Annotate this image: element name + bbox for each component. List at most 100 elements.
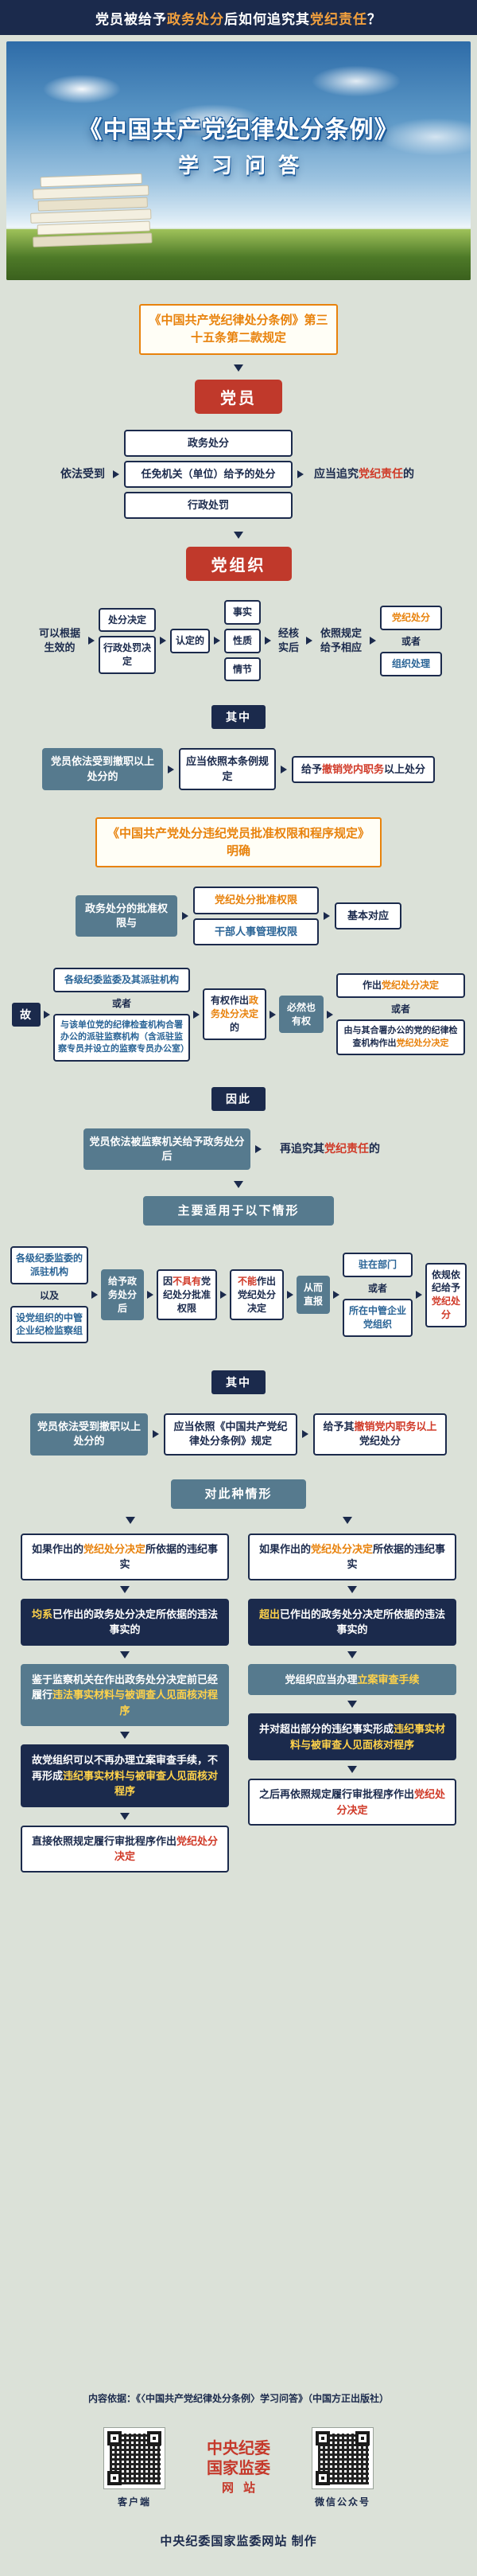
text-segment: 直接依照规定履行审批程序作出 — [31, 1834, 176, 1847]
arrow-down-icon — [120, 1812, 130, 1820]
text-segment: 已作出的政务处分决定所依据的违法事实的 — [280, 1608, 446, 1636]
subject-party-organization: 党组织 — [185, 547, 292, 582]
text-segment: 如果作出的 — [258, 1542, 311, 1555]
highlight-filing-procedure: 立案审查手续 — [357, 1673, 420, 1686]
qr-code-wechat — [312, 2427, 374, 2489]
text-segment: 故党组织可以不再办理立案审查手续，不再形成 — [31, 1754, 218, 1782]
flow2-decisions: 处分决定 行政处罚决定 — [99, 607, 156, 674]
gu-organ-colocated: 与该单位党的纪律检查机构合署办公的派驻监察机构（含派驻监察专员并设立的监察专员办… — [53, 1013, 190, 1062]
highlight-discipline-decision: 党纪处分决定 — [336, 1788, 446, 1816]
arrow-down-icon — [234, 532, 243, 540]
arrow-right-icon — [302, 1430, 308, 1439]
title-keyword-zhengwuchufen: 政务处分 — [167, 11, 224, 27]
right-case-beyond: 超出已作出的政务处分决定所依据的违法事实的 — [248, 1598, 456, 1646]
flow6-host-department: 驻在部门 — [343, 1253, 413, 1278]
flow5-result: 再追究其党纪责任的 — [266, 1141, 394, 1157]
flow6-organs: 各级纪委监委的派驻机构 以及 设党组织的中管企业纪检监察组 — [10, 1246, 88, 1344]
highlight-all-within: 均系 — [31, 1608, 52, 1620]
flow2-lead: 可以根据生效的 — [38, 627, 80, 654]
text-segment: 有权作出 — [210, 995, 249, 1007]
arrow-right-icon — [306, 637, 312, 645]
text-segment: 作出党纪处分决定 — [237, 1275, 277, 1314]
clouds-illustration — [6, 49, 471, 169]
right-case-later-decision: 之后再依照规定履行审批程序作出党纪处分决定 — [248, 1779, 456, 1826]
therefore-row: 故 各级纪委监委及其派驻机构 或者 与该单位党的纪律检查机构合署办公的派驻监察机… — [2, 967, 475, 1062]
case-columns: 如果作出的党纪处分决定所依据的违纪事实 均系已作出的政务处分决定所依据的违法事实… — [21, 1533, 456, 1873]
text-segment: 党组织应当办理 — [285, 1673, 358, 1686]
text-segment: 由与其合署办公的党的纪律检查机构作出 — [343, 1026, 458, 1048]
case-header: 对此种情形 — [171, 1479, 306, 1509]
among-tag-2: 其中 — [211, 1370, 266, 1395]
hero-title: 《中国共产党纪律处分条例》 — [78, 117, 399, 143]
highlight-discipline-decision: 党纪处分决定 — [114, 1834, 219, 1863]
scenario-header: 主要适用于以下情形 — [143, 1196, 334, 1226]
highlight-dangjizeren: 党纪责任 — [359, 466, 403, 480]
flow2-decision-penalty: 行政处罚决定 — [99, 636, 156, 674]
text-segment: 以上处分 — [384, 762, 426, 775]
flow2-give: 依照规定给予相应 — [320, 627, 362, 654]
text-segment: 鉴于监察机关在作出政务处分决定前已经履行 — [31, 1673, 218, 1701]
gu-result-colocated-decision: 由与其合署办公的党的纪律检查机构作出党纪处分决定 — [336, 1019, 465, 1055]
qr-marker-icon — [355, 2431, 370, 2445]
flow6-after-sanction: 给予政务处分后 — [101, 1269, 144, 1321]
gu-necessarily: 必然也有权 — [279, 995, 324, 1034]
flow6-recipients: 驻在部门 或者 所在中管企业党组织 — [343, 1253, 413, 1337]
arrow-right-icon — [287, 1291, 293, 1300]
qr-marker-icon — [107, 2431, 122, 2445]
flow6-no-authority: 因不具有党纪处分批准权限 — [157, 1269, 217, 1321]
arrow-right-icon — [255, 1144, 262, 1153]
flow2-result-party-discipline: 党纪处分 — [380, 605, 442, 630]
gu-result-make-decision: 作出党纪处分决定 — [336, 973, 465, 999]
flow3-basis: 应当依照本条例规定 — [179, 748, 276, 790]
books-illustration — [29, 171, 158, 247]
arrow-right-icon — [168, 765, 174, 774]
text-segment: 应当追究 — [314, 466, 359, 480]
arrow-right-icon — [147, 1291, 153, 1300]
flow4-party-discipline-authority: 党纪处分批准权限 — [193, 887, 319, 914]
arrow-right-icon — [160, 637, 166, 645]
thus-tag: 因此 — [211, 1086, 266, 1111]
arrow-right-icon — [44, 1010, 50, 1019]
right-case-facts: 如果作出的党纪处分决定所依据的违纪事实 — [248, 1533, 456, 1580]
flow3-result: 给予撤销党内职务以上处分 — [292, 755, 435, 783]
highlight-dangjizeren: 党纪责任 — [324, 1142, 369, 1155]
gu-power-sanction: 有权作出政务处分决定的 — [203, 988, 266, 1040]
highlight-discipline-decision: 党纪处分决定 — [382, 980, 440, 992]
arrow-down-icon — [234, 364, 243, 372]
highlight-meet-confirm-procedure: 违法事实材料与被调查人见面核对程序 — [52, 1689, 219, 1717]
flow4-left: 政务处分的批准权限与 — [76, 894, 177, 937]
highlight-lacking: 不具有 — [172, 1275, 201, 1287]
highlight-removal: 撤销党内职务以上 — [354, 1421, 437, 1433]
flow3-condition: 党员依法受到撤职以上处分的 — [42, 748, 163, 790]
arrow-right-icon — [88, 637, 95, 645]
qr-marker-icon — [316, 2431, 330, 2445]
highlight-cannot: 不能 — [237, 1275, 257, 1287]
arrow-down-icon — [347, 1650, 357, 1658]
text-segment: 再追究其 — [280, 1142, 324, 1155]
subject-party-member: 党员 — [195, 379, 282, 414]
flow1-row: 依法受到 政务处分 任免机关（单位）给予的处分 行政处罚 应当追究党纪责任的 — [6, 429, 471, 520]
flow2-decision-sanction: 处分决定 — [99, 607, 156, 633]
flow6-row: 各级纪委监委的派驻机构 以及 设党组织的中管企业纪检监察组 给予政务处分后 因不… — [2, 1246, 475, 1344]
hero-subtitle: 学习问答 — [177, 154, 312, 177]
arrow-right-icon — [324, 912, 330, 921]
arrow-right-icon — [193, 1010, 200, 1019]
qr-label-client: 客户端 — [117, 2496, 151, 2508]
hero-banner: 《中国共产党纪律处分条例》 学习问答 — [6, 41, 471, 280]
flow6-report-directly: 从而直报 — [297, 1276, 330, 1314]
arrow-down-icon — [347, 1766, 357, 1774]
or-label: 或者 — [111, 997, 131, 1009]
among-tag-1: 其中 — [211, 705, 266, 730]
flow2-verify: 经核实后 — [277, 627, 299, 654]
right-case-form-materials: 并对超出部分的违纪事实形成违纪事实材料与被审查人见面核对程序 — [248, 1713, 456, 1761]
flow2-row: 可以根据生效的 处分决定 行政处罚决定 认定的 事实 性质 情节 经核实后 依照… — [2, 600, 475, 682]
arrow-right-icon — [214, 637, 220, 645]
arrow-down-icon — [234, 1181, 243, 1189]
or-label: 或者 — [367, 1283, 387, 1295]
qr-marker-icon — [107, 2471, 122, 2485]
text-segment: 所依据的违纪事实 — [119, 1542, 219, 1571]
arrow-right-icon — [182, 912, 188, 921]
highlight-meet-confirm-procedure: 违纪事实材料与被审查人见面核对程序 — [63, 1769, 219, 1798]
text-segment: 党纪处分批准权限 — [162, 1275, 211, 1314]
text-segment: 并对超出部分的违纪事实形成 — [258, 1723, 394, 1736]
